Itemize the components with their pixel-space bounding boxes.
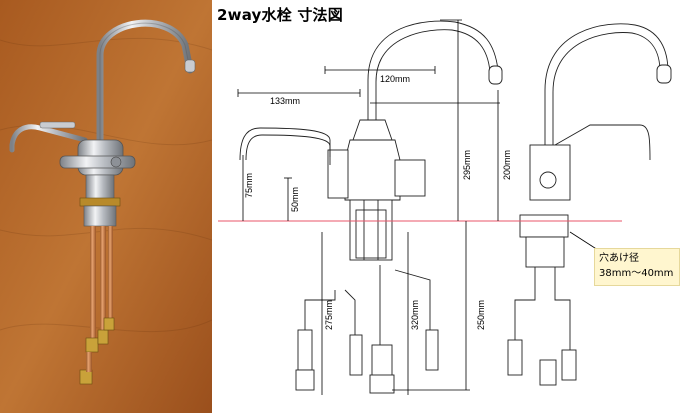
hole-diameter-note: 穴あけ径 38mm～40mm [594,248,680,286]
drawing-front-view [239,20,503,394]
dim-320: 320mm [410,300,420,330]
hole-diameter-range: 38mm～40mm [599,268,674,279]
faucet-photo-svg [0,0,212,413]
dim-295: 295mm [462,150,472,180]
faucet-photo [0,0,212,413]
drawing-side-view [507,23,672,386]
dim-200: 200mm [502,150,512,180]
dim-133: 133mm [270,96,300,106]
page-title: 2way水栓 寸法図 [217,6,343,24]
dim-275: 275mm [324,300,334,330]
dim-50: 50mm [290,187,300,212]
dim-250: 250mm [476,300,486,330]
dim-120: 120mm [380,74,410,84]
hole-diameter-label: 穴あけ径 [599,253,639,264]
dim-75: 75mm [244,173,254,198]
dimension-lines [237,19,599,395]
dimension-drawing: 133mm 120mm 75mm 50mm 295mm 200mm 275mm … [218,19,672,395]
